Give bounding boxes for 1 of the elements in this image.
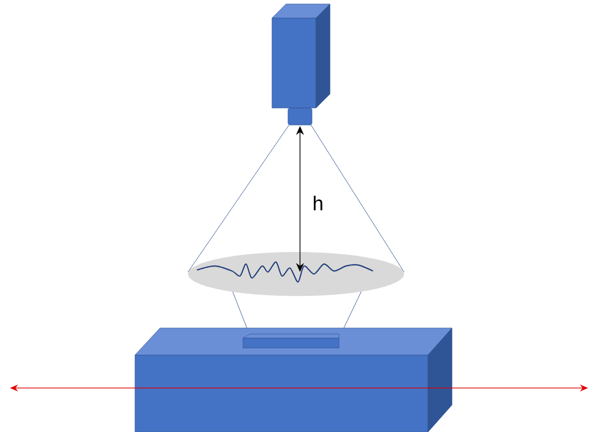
dimension-label: h — [314, 196, 322, 210]
